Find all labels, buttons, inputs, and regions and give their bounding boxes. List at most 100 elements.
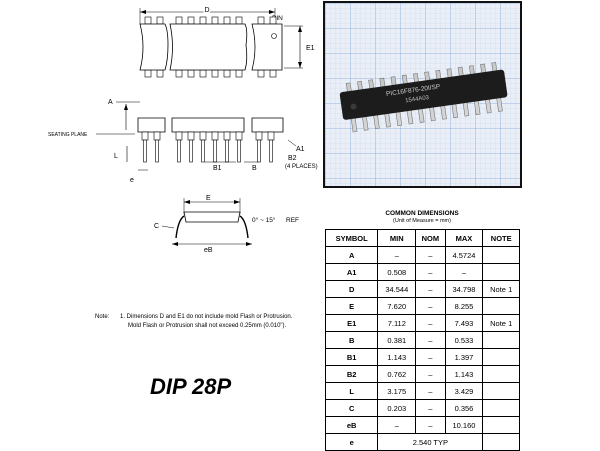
dim-b-label: B <box>252 165 257 172</box>
table-cell <box>482 263 520 281</box>
table-cell: – <box>415 382 446 400</box>
dim-pitch-label: e <box>130 177 134 184</box>
table-cell: 3.175 <box>377 382 417 400</box>
seating-plane-label: SEATING PLANE <box>48 132 88 138</box>
table-cell <box>482 365 520 383</box>
table-cell: – <box>415 297 446 315</box>
dim-l-label: L <box>114 153 118 160</box>
table-cell: 7.620 <box>377 297 417 315</box>
table-cell: eB <box>324 416 379 434</box>
dim-eb-label: eB <box>204 247 213 254</box>
table-cell: 1.397 <box>444 348 484 366</box>
table-cell: B2 <box>324 365 379 383</box>
table-cell <box>482 416 520 434</box>
table-cell: – <box>415 314 446 332</box>
table-cell: C <box>324 399 379 417</box>
table-cell: 34.798 <box>444 280 484 298</box>
note-text-line1: 1. Dimensions D and E1 do not include mo… <box>120 314 293 320</box>
table-cell: Note 1 <box>482 280 520 298</box>
table-cell: B <box>324 331 379 349</box>
table-cell: 0.533 <box>444 331 484 349</box>
table-cell <box>482 297 520 315</box>
chip-photo-drawing: PIC16F876-20I/SP 1544A03 <box>325 3 520 186</box>
table-cell: 7.112 <box>377 314 417 332</box>
dim-b1-label: B1 <box>213 165 222 172</box>
table-row: A––4.5724 <box>324 246 520 264</box>
note-label: Note: <box>95 314 110 320</box>
table-cell: 4.5724 <box>444 246 484 264</box>
table-cell: B1 <box>324 348 379 366</box>
top-pins-upper <box>144 16 277 25</box>
dim-b2-label: B2 <box>288 155 297 162</box>
table-cell <box>482 433 520 451</box>
column-header: MIN <box>377 229 417 247</box>
table-cell: 0.356 <box>444 399 484 417</box>
table-cell: 0.381 <box>377 331 417 349</box>
pin-label: PIN <box>272 15 283 22</box>
table-cell: A1 <box>324 263 379 281</box>
dim-e1-label: E1 <box>306 45 315 52</box>
table-cell: – <box>415 246 446 264</box>
table-cell: 7.493 <box>444 314 484 332</box>
table-cell: 0.203 <box>377 399 417 417</box>
table-cell: 0.508 <box>377 263 417 281</box>
table-cell: 3.429 <box>444 382 484 400</box>
top-pins-lower <box>144 69 277 78</box>
column-header: SYMBOL <box>324 229 379 247</box>
package-title: DIP 28P <box>150 374 232 399</box>
table-cell <box>482 246 520 264</box>
dim-d-label: D <box>204 7 209 14</box>
dim-c-label: C <box>154 223 159 230</box>
column-header: NOM <box>415 229 446 247</box>
table-cell: L <box>324 382 379 400</box>
table-cell: 2.540 TYP <box>377 433 484 451</box>
table-cell: – <box>415 365 446 383</box>
table-cell: Note 1 <box>482 314 520 332</box>
table-heading: COMMON DIMENSIONS <box>385 210 459 217</box>
column-header: NOTE <box>482 229 520 247</box>
table-cell <box>482 399 520 417</box>
table-cell: e <box>324 433 379 451</box>
table-cell: – <box>415 399 446 417</box>
table-cell: D <box>324 280 379 298</box>
table-cell: 8.255 <box>444 297 484 315</box>
table-row: eB––10.160 <box>324 416 520 434</box>
table-cell: – <box>415 416 446 434</box>
note-text-line2: Mold Flash or Protrusion shall not excee… <box>128 323 287 329</box>
top-view-drawing: D PIN 1 E1 <box>139 6 315 78</box>
table-cell: – <box>415 331 446 349</box>
table-cell: – <box>415 348 446 366</box>
table-cell: A <box>324 246 379 264</box>
chip-marking-line2: 1544A03 <box>405 95 430 104</box>
table-cell: – <box>415 280 446 298</box>
table-cell: E <box>324 297 379 315</box>
table-cell: 0.762 <box>377 365 417 383</box>
table-cell: – <box>377 416 417 434</box>
column-header: MAX <box>444 229 484 247</box>
side-pins <box>141 131 275 163</box>
side-view-drawing: A SEATING PLANE L e B1 B A1 B2 (4 PLACES… <box>48 99 318 184</box>
table-cell: – <box>377 246 417 264</box>
table-cell: E1 <box>324 314 379 332</box>
ref-label: REF <box>286 217 299 224</box>
table-cell <box>482 382 520 400</box>
table-cell: 34.544 <box>377 280 417 298</box>
dim-places-label: (4 PLACES) <box>285 164 318 170</box>
table-cell: – <box>415 263 446 281</box>
dim-e-label: E <box>206 195 211 202</box>
table-cell: 1.143 <box>444 365 484 383</box>
table-cell: 1.143 <box>377 348 417 366</box>
chip-photo: PIC16F876-20I/SP 1544A03 <box>323 1 522 188</box>
table-subheading: (Unit of Measure = mm) <box>393 218 451 224</box>
